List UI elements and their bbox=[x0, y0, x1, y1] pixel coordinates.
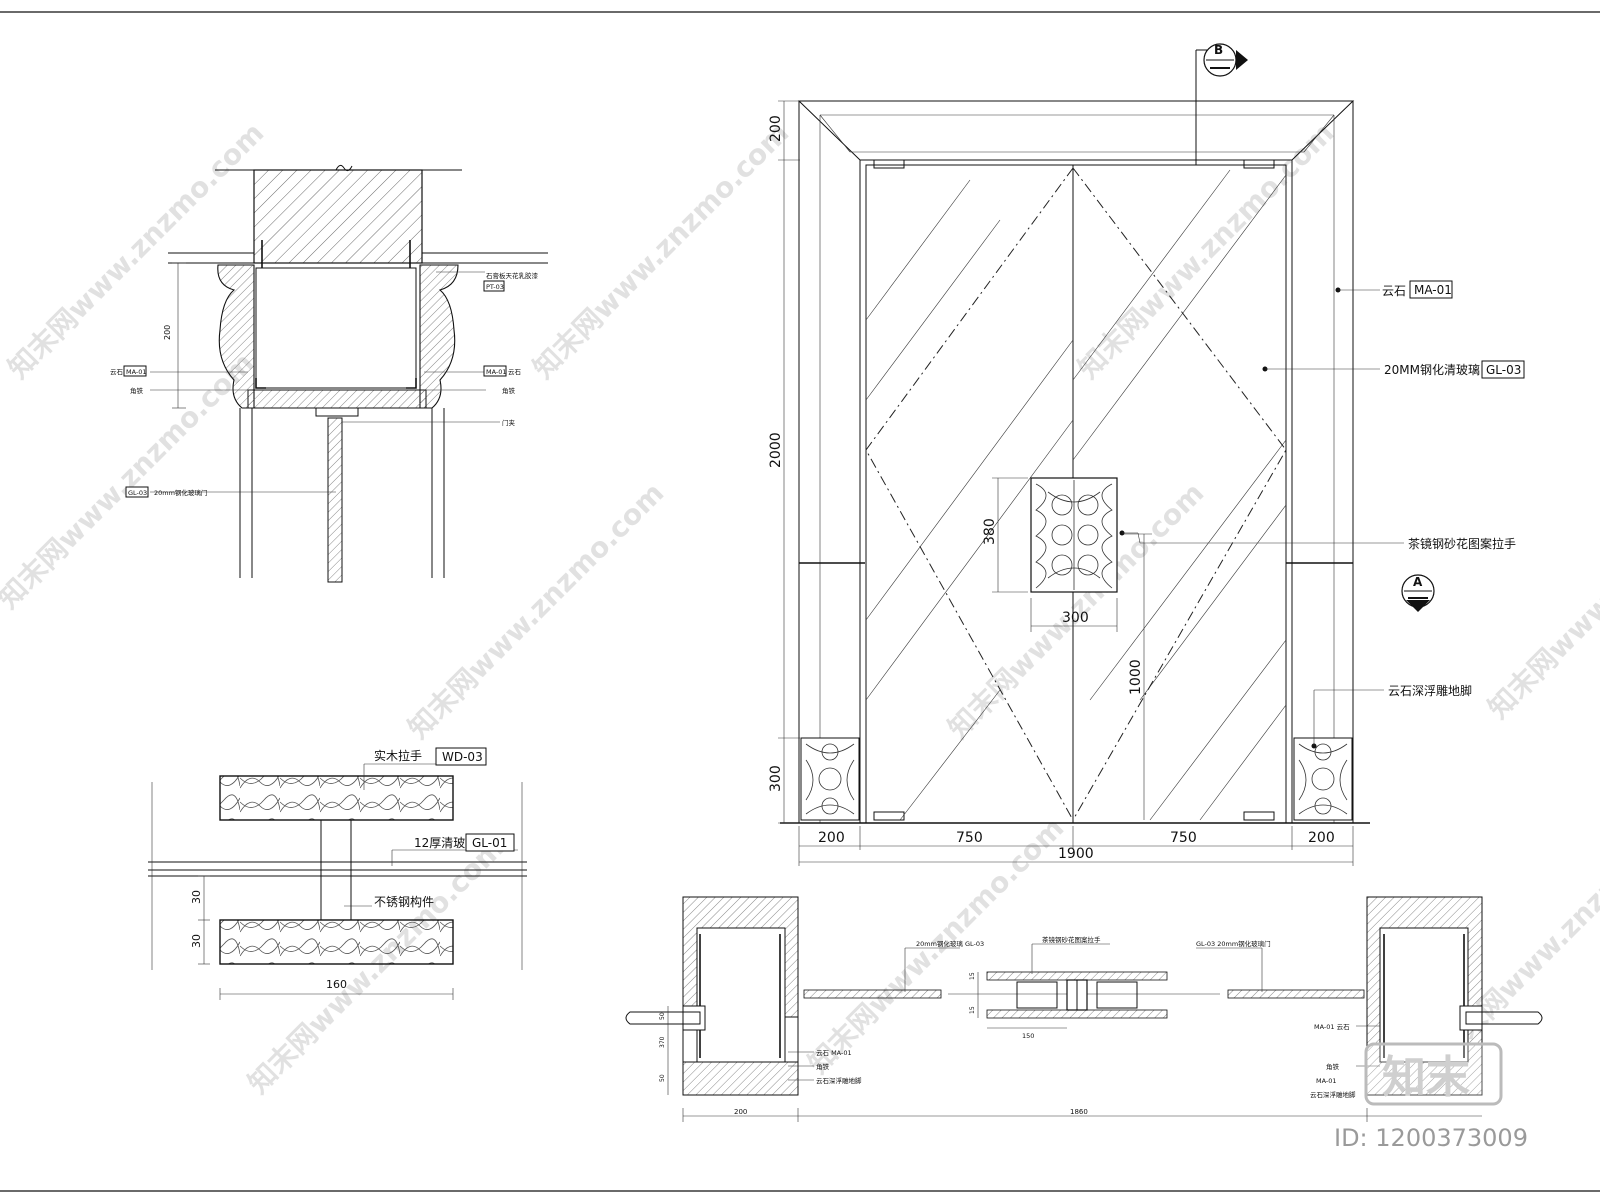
svg-text:150: 150 bbox=[1022, 1032, 1034, 1040]
svg-text:角铁: 角铁 bbox=[130, 386, 144, 395]
svg-text:750: 750 bbox=[1170, 830, 1197, 846]
svg-text:200: 200 bbox=[818, 830, 845, 846]
svg-text:300: 300 bbox=[1062, 610, 1089, 626]
svg-text:知末: 知末 bbox=[1382, 1052, 1470, 1103]
svg-text:200: 200 bbox=[163, 325, 172, 340]
svg-text:160: 160 bbox=[326, 978, 347, 991]
door-elevation: 380 300 1000 200 2000 300 bbox=[768, 43, 1525, 866]
header-section-detail: 200 MA-01 云石 角铁 MA-01 云石 角铁 石膏板天花乳胶漆 PT-… bbox=[110, 164, 548, 583]
svg-text:知末网www.znzmo.com: 知末网www.znzmo.com bbox=[1482, 456, 1600, 725]
svg-text:不锈钢构件: 不锈钢构件 bbox=[374, 894, 434, 909]
svg-text:知末网www.znzmo.com: 知末网www.znzmo.com bbox=[402, 476, 671, 745]
drawing-id: ID: 1200373009 bbox=[1334, 1124, 1528, 1152]
svg-text:茶镜钢砂花图案拉手: 茶镜钢砂花图案拉手 bbox=[1042, 935, 1101, 944]
svg-text:角铁: 角铁 bbox=[816, 1062, 830, 1071]
svg-text:15: 15 bbox=[969, 972, 976, 980]
svg-text:30: 30 bbox=[190, 934, 203, 948]
svg-text:云石: 云石 bbox=[1382, 284, 1406, 298]
svg-text:750: 750 bbox=[956, 830, 983, 846]
svg-text:50: 50 bbox=[659, 1012, 666, 1020]
svg-text:GL-03 20mm钢化玻璃门: GL-03 20mm钢化玻璃门 bbox=[1196, 939, 1271, 948]
svg-text:门夹: 门夹 bbox=[502, 418, 516, 427]
svg-text:B: B bbox=[1214, 43, 1223, 57]
svg-text:MA-01: MA-01 bbox=[486, 368, 507, 376]
svg-text:PT-03: PT-03 bbox=[486, 283, 504, 291]
svg-text:300: 300 bbox=[768, 765, 784, 792]
svg-text:云石深浮雕地脚: 云石深浮雕地脚 bbox=[1310, 1090, 1356, 1099]
svg-text:GL-03: GL-03 bbox=[1486, 363, 1521, 377]
svg-text:云石: 云石 bbox=[508, 368, 522, 376]
svg-text:1860: 1860 bbox=[1070, 1108, 1088, 1116]
svg-text:云石深浮雕地脚: 云石深浮雕地脚 bbox=[816, 1076, 862, 1085]
svg-text:MA-01: MA-01 bbox=[1316, 1077, 1337, 1085]
brand-logo: 知末 bbox=[1364, 1042, 1503, 1106]
svg-text:知末网www.znzmo.com: 知末网www.znzmo.com bbox=[527, 116, 796, 385]
svg-text:20MM钢化清玻璃: 20MM钢化清玻璃 bbox=[1384, 363, 1480, 377]
svg-text:20mm钢化玻璃门: 20mm钢化玻璃门 bbox=[154, 488, 207, 497]
svg-text:GL-01: GL-01 bbox=[472, 836, 507, 850]
svg-text:实木拉手: 实木拉手 bbox=[374, 748, 422, 763]
svg-text:2000: 2000 bbox=[768, 432, 784, 468]
svg-text:20mm钢化玻璃 GL-03: 20mm钢化玻璃 GL-03 bbox=[916, 939, 984, 948]
svg-text:50: 50 bbox=[659, 1074, 666, 1082]
svg-text:云石: 云石 bbox=[110, 368, 124, 376]
svg-text:角铁: 角铁 bbox=[502, 386, 516, 395]
svg-text:15: 15 bbox=[969, 1006, 976, 1014]
svg-text:200: 200 bbox=[1308, 830, 1335, 846]
plan-section: 20mm钢化玻璃 GL-03 茶镜钢砂花图案拉手 GL-03 20mm钢化玻璃门… bbox=[625, 896, 1543, 1122]
svg-text:角铁: 角铁 bbox=[1326, 1062, 1340, 1071]
svg-text:30: 30 bbox=[190, 890, 203, 904]
svg-text:200: 200 bbox=[734, 1108, 747, 1116]
svg-text:云石深浮雕地脚: 云石深浮雕地脚 bbox=[1388, 683, 1472, 698]
svg-text:MA-01 云石: MA-01 云石 bbox=[1314, 1023, 1350, 1031]
svg-text:380: 380 bbox=[982, 518, 998, 545]
svg-text:1900: 1900 bbox=[1058, 846, 1094, 862]
svg-text:MA-01: MA-01 bbox=[1414, 283, 1452, 297]
svg-text:MA-01: MA-01 bbox=[126, 368, 147, 376]
svg-text:200: 200 bbox=[768, 115, 784, 142]
svg-text:茶镜钢砂花图案拉手: 茶镜钢砂花图案拉手 bbox=[1408, 536, 1516, 551]
svg-text:云石 MA-01: 云石 MA-01 bbox=[816, 1049, 852, 1057]
svg-text:A: A bbox=[1413, 575, 1423, 589]
wood-handle-detail: 实木拉手 WD-03 12厚清玻 GL-01 不锈钢构件 30 30 160 bbox=[148, 747, 527, 1000]
svg-text:WD-03: WD-03 bbox=[442, 750, 483, 764]
svg-text:石膏板天花乳胶漆: 石膏板天花乳胶漆 bbox=[486, 271, 539, 280]
svg-text:370: 370 bbox=[659, 1036, 666, 1048]
svg-text:12厚清玻: 12厚清玻 bbox=[414, 836, 465, 850]
svg-text:知末网www.znzmo.com: 知末网www.znzmo.com bbox=[242, 831, 511, 1100]
svg-text:GL-03: GL-03 bbox=[128, 489, 147, 497]
svg-text:1000: 1000 bbox=[1128, 659, 1144, 695]
